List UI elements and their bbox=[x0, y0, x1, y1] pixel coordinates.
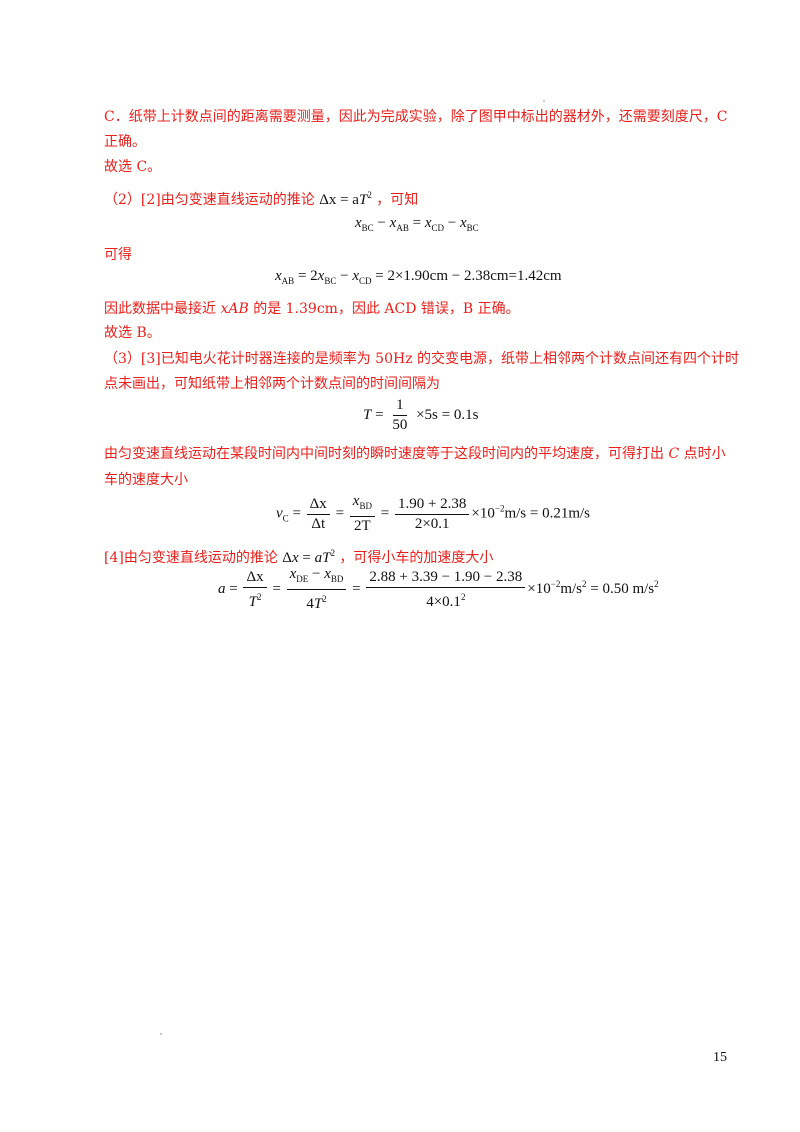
fraction-xbd-2t: xBD 2T bbox=[349, 493, 375, 535]
equation-5-rhs2: = 0.50 m/s bbox=[586, 580, 655, 597]
text-line-1: C．纸带上计数点间的距离需要测量，因此为完成实验，除了图甲中标出的器材外，还需要… bbox=[104, 109, 728, 125]
fraction-1-50: 1 50 bbox=[389, 397, 410, 434]
text-line-4-post: ，可知 bbox=[376, 192, 419, 208]
text-line-12: [4]由匀变速直线运动的推论 Δx = aT2 ，可得小车的加速度大小 bbox=[104, 542, 493, 569]
fraction-den: 2×0.1 bbox=[414, 515, 450, 532]
equation-1: xBC − xAB = xCD − xBC bbox=[355, 215, 479, 233]
fraction-xde-xbd: xDE − xBD 4T2 bbox=[286, 566, 347, 613]
fraction-den: T2 bbox=[248, 591, 262, 610]
fraction-num: Δx bbox=[306, 496, 330, 515]
scan-dot-bottom bbox=[160, 1033, 162, 1035]
fraction-num: xDE − xBD bbox=[286, 566, 347, 590]
text-line-7: 故选 B。 bbox=[104, 325, 161, 341]
fraction-values: 1.90 + 2.38 2×0.1 bbox=[394, 496, 470, 533]
text-line-10-pre: 由匀变速直线运动在某段时间内中间时刻的瞬时速度等于这段时间内的平均速度，可得打出 bbox=[104, 446, 664, 462]
fraction-dx-dt: Δx Δt bbox=[306, 496, 330, 533]
text-line-9: 点未画出，可知纸带上相邻两个计数点间的时间间隔为 bbox=[104, 376, 440, 392]
page-number: 15 bbox=[713, 1050, 727, 1065]
text-line-10-var: C bbox=[668, 446, 680, 462]
text-line-2: 正确。 bbox=[104, 134, 146, 150]
text-line-12-post: ，可得小车的加速度大小 bbox=[339, 550, 494, 566]
inline-eq-lhs: Δx = a bbox=[319, 192, 359, 208]
text-line-4: （2）[2]由匀变速直线运动的推论 Δx = aT2 ，可知 bbox=[104, 184, 418, 211]
inline-eq-T: T bbox=[358, 192, 368, 208]
text-line-6-post: 的是 1.39cm，因此 ACD 错误，B 正确。 bbox=[253, 301, 520, 317]
text-line-6-pre: 因此数据中最接近 bbox=[104, 301, 216, 317]
fraction-dx-t2: Δx T2 bbox=[243, 569, 267, 611]
text-line-8: （3）[3]已知电火花计时器连接的是频率为 50Hz 的交变电源，纸带上相邻两个… bbox=[104, 351, 740, 367]
equation-2: xAB = 2xBC − xCD = 2×1.90cm − 2.38cm=1.4… bbox=[275, 268, 562, 286]
fraction-den-var: T bbox=[248, 593, 257, 610]
fraction-num-var: x bbox=[352, 493, 360, 509]
equation-5: a = Δx T2 = xDE − xBD 4T2 = 2.88 + 3.39 … bbox=[218, 566, 659, 613]
fraction-num: 1.90 + 2.38 bbox=[394, 496, 470, 515]
text-line-10-post: 点时小 bbox=[683, 446, 726, 462]
fraction-den: 2T bbox=[354, 518, 371, 534]
fraction-den: 4T2 bbox=[306, 594, 327, 612]
text-line-10: 由匀变速直线运动在某段时间内中间时刻的瞬时速度等于这段时间内的平均速度，可得打出… bbox=[104, 443, 726, 465]
text-line-12-pre: [4]由匀变速直线运动的推论 bbox=[104, 550, 278, 566]
text-line-5: 可得 bbox=[104, 247, 132, 263]
fraction-num-sub: BD bbox=[359, 501, 372, 511]
equation-4-rhs: m/s = 0.21m/s bbox=[504, 505, 591, 522]
fraction-den: 4×0.12 bbox=[426, 591, 466, 610]
fraction-den: 50 bbox=[392, 417, 408, 433]
inline-eq-delta-x: Δx = aT2 bbox=[319, 190, 372, 208]
fraction-values-2: 2.88 + 3.39 − 1.90 − 2.38 4×0.12 bbox=[366, 569, 526, 611]
text-line-4-pre: （2）[2]由匀变速直线运动的推论 bbox=[104, 192, 315, 208]
equation-3: T = 1 50 ×5s = 0.1s bbox=[363, 397, 479, 434]
fraction-num: 1 bbox=[393, 397, 407, 416]
fraction-num: Δx bbox=[243, 569, 267, 588]
equation-3-rhs: ×5s = 0.1s bbox=[416, 406, 479, 423]
equation-2-rhs: = 2×1.90cm − 2.38cm=1.42cm bbox=[375, 268, 562, 284]
text-line-6-var: xAB bbox=[220, 301, 249, 317]
equation-5-rhs: m/s bbox=[560, 580, 583, 597]
fraction-den-value: 4×0.1 bbox=[426, 593, 461, 610]
fraction-num: 2.88 + 3.39 − 1.90 − 2.38 bbox=[366, 569, 526, 588]
text-line-3: 故选 C。 bbox=[104, 159, 162, 175]
equation-4: vC = Δx Δt = xBD 2T = 1.90 + 2.38 2×0.1 … bbox=[276, 493, 591, 535]
scan-dot-top bbox=[543, 100, 545, 102]
text-line-6: 因此数据中最接近 xAB 的是 1.39cm，因此 ACD 错误，B 正确。 bbox=[104, 298, 520, 320]
inline-eq-delta-x-2: Δx = aT2 bbox=[282, 548, 335, 566]
fraction-num: xBD bbox=[349, 493, 375, 517]
fraction-den: Δt bbox=[311, 515, 326, 532]
text-line-11: 车的速度大小 bbox=[104, 472, 188, 488]
inline-eq-exp: 2 bbox=[367, 190, 372, 200]
